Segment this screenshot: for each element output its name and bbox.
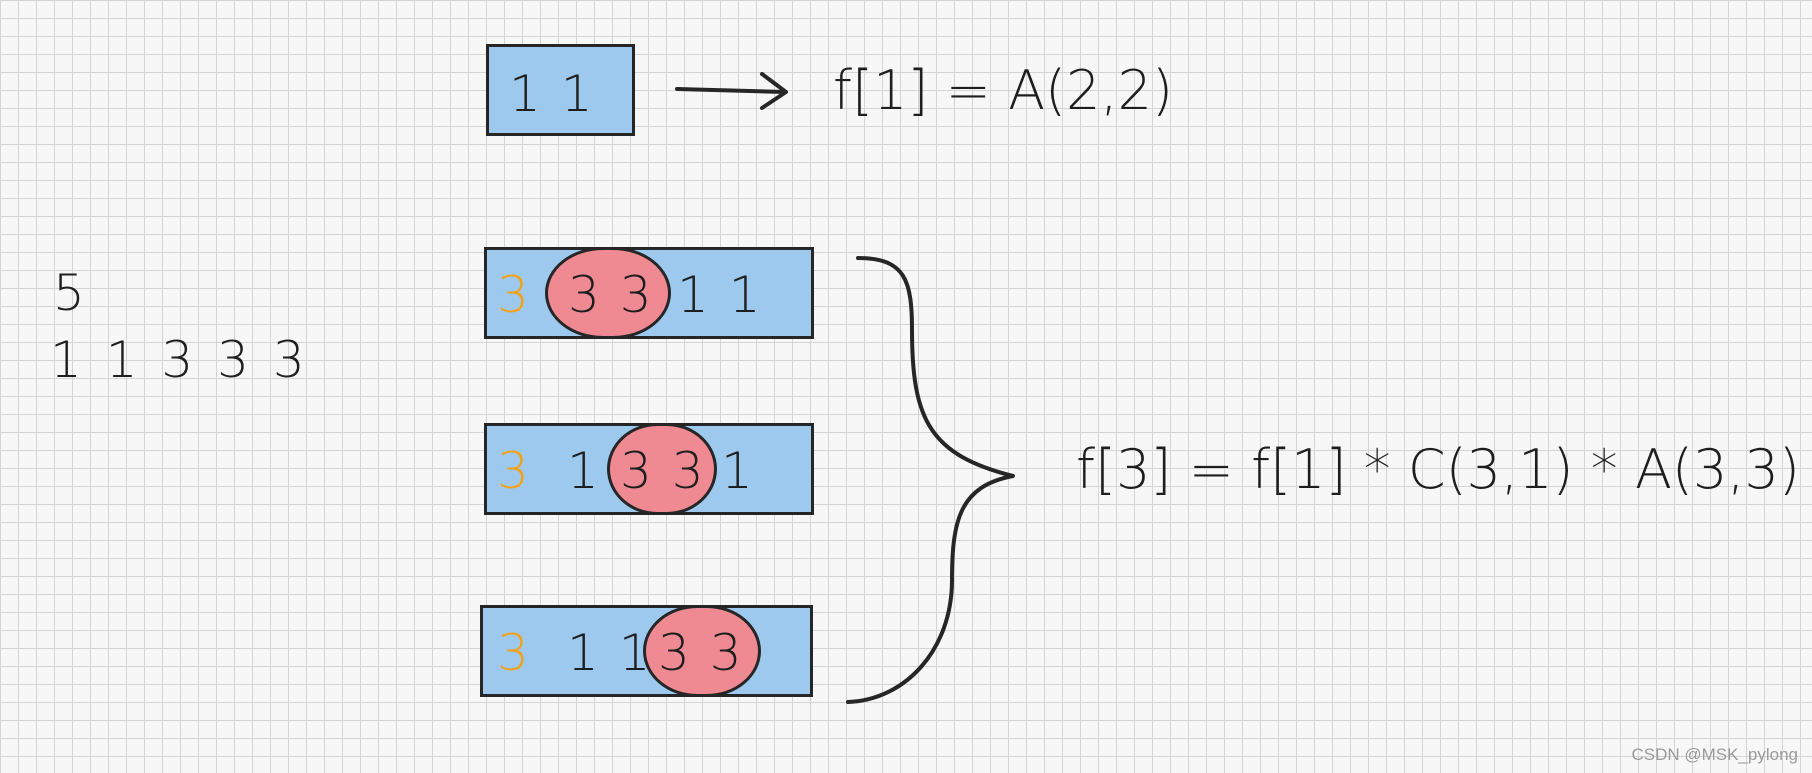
lead-digit-2: 3: [497, 442, 531, 500]
lead-digit-3: 3: [497, 624, 531, 682]
arrow-icon: [675, 72, 788, 110]
sequence-box-3: 3 1 1 3 3: [480, 605, 813, 697]
sequence-box-1: 3 3 3 1 1: [484, 247, 814, 339]
group-blob-3: 3 3: [643, 605, 761, 697]
watermark: CSDN @MSK_pylong: [1631, 745, 1798, 764]
group-text-3: 3 3: [658, 624, 744, 682]
after-text-2: 1: [721, 442, 755, 500]
top-example-box: 1 1: [486, 44, 635, 136]
curly-brace-icon: [846, 256, 1015, 704]
group-blob-2: 3 3: [607, 423, 717, 515]
sequence-box-2: 3 1 3 3 1: [484, 423, 814, 515]
group-text-2: 3 3: [620, 442, 706, 500]
input-n: 5: [53, 264, 85, 322]
group-blob-1: 3 3: [545, 247, 671, 339]
before-text-2: 1: [567, 442, 601, 500]
top-example-formula: f[1] = A(2,2): [833, 59, 1174, 122]
lead-digit-1: 3: [497, 266, 531, 324]
top-example-text: 1 1: [509, 65, 595, 123]
group-text-1: 3 3: [568, 266, 654, 324]
main-formula: f[3] = f[1] * C(3,1) * A(3,3): [1076, 438, 1800, 501]
input-sequence: 1 1 3 3 3: [50, 331, 309, 389]
after-text-1: 1 1: [677, 266, 763, 324]
